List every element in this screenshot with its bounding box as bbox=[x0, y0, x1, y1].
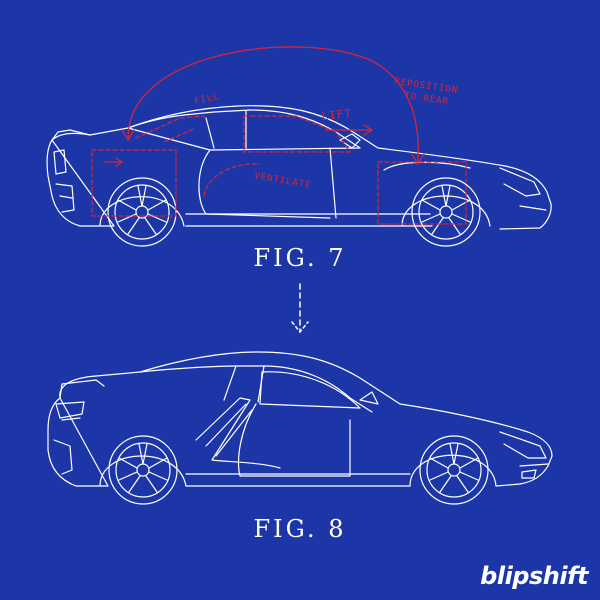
design-markup-annotations bbox=[91, 46, 467, 225]
figure-7-label: FIG. 7 bbox=[253, 244, 347, 272]
lift-box bbox=[243, 115, 352, 153]
figure-8-label: FIG. 8 bbox=[253, 515, 347, 543]
side-air-intake bbox=[195, 397, 281, 469]
lift-arrow bbox=[325, 124, 374, 136]
dashed-down-arrow-icon bbox=[291, 283, 309, 334]
front-dashed-box bbox=[377, 161, 467, 225]
reposition-arc-arrow bbox=[127, 46, 419, 161]
ventilate-dashed-curve bbox=[203, 163, 261, 197]
fill-note: FILL bbox=[194, 92, 221, 107]
rear-dashed-box bbox=[91, 149, 177, 217]
blipshift-logo: blipshift bbox=[480, 562, 588, 590]
ventilate-note: VENTILATE bbox=[253, 171, 312, 191]
mid-engine-car-drawing bbox=[47, 351, 553, 505]
lift-note: LIFT bbox=[321, 107, 353, 123]
front-engine-car-drawing bbox=[46, 105, 552, 247]
